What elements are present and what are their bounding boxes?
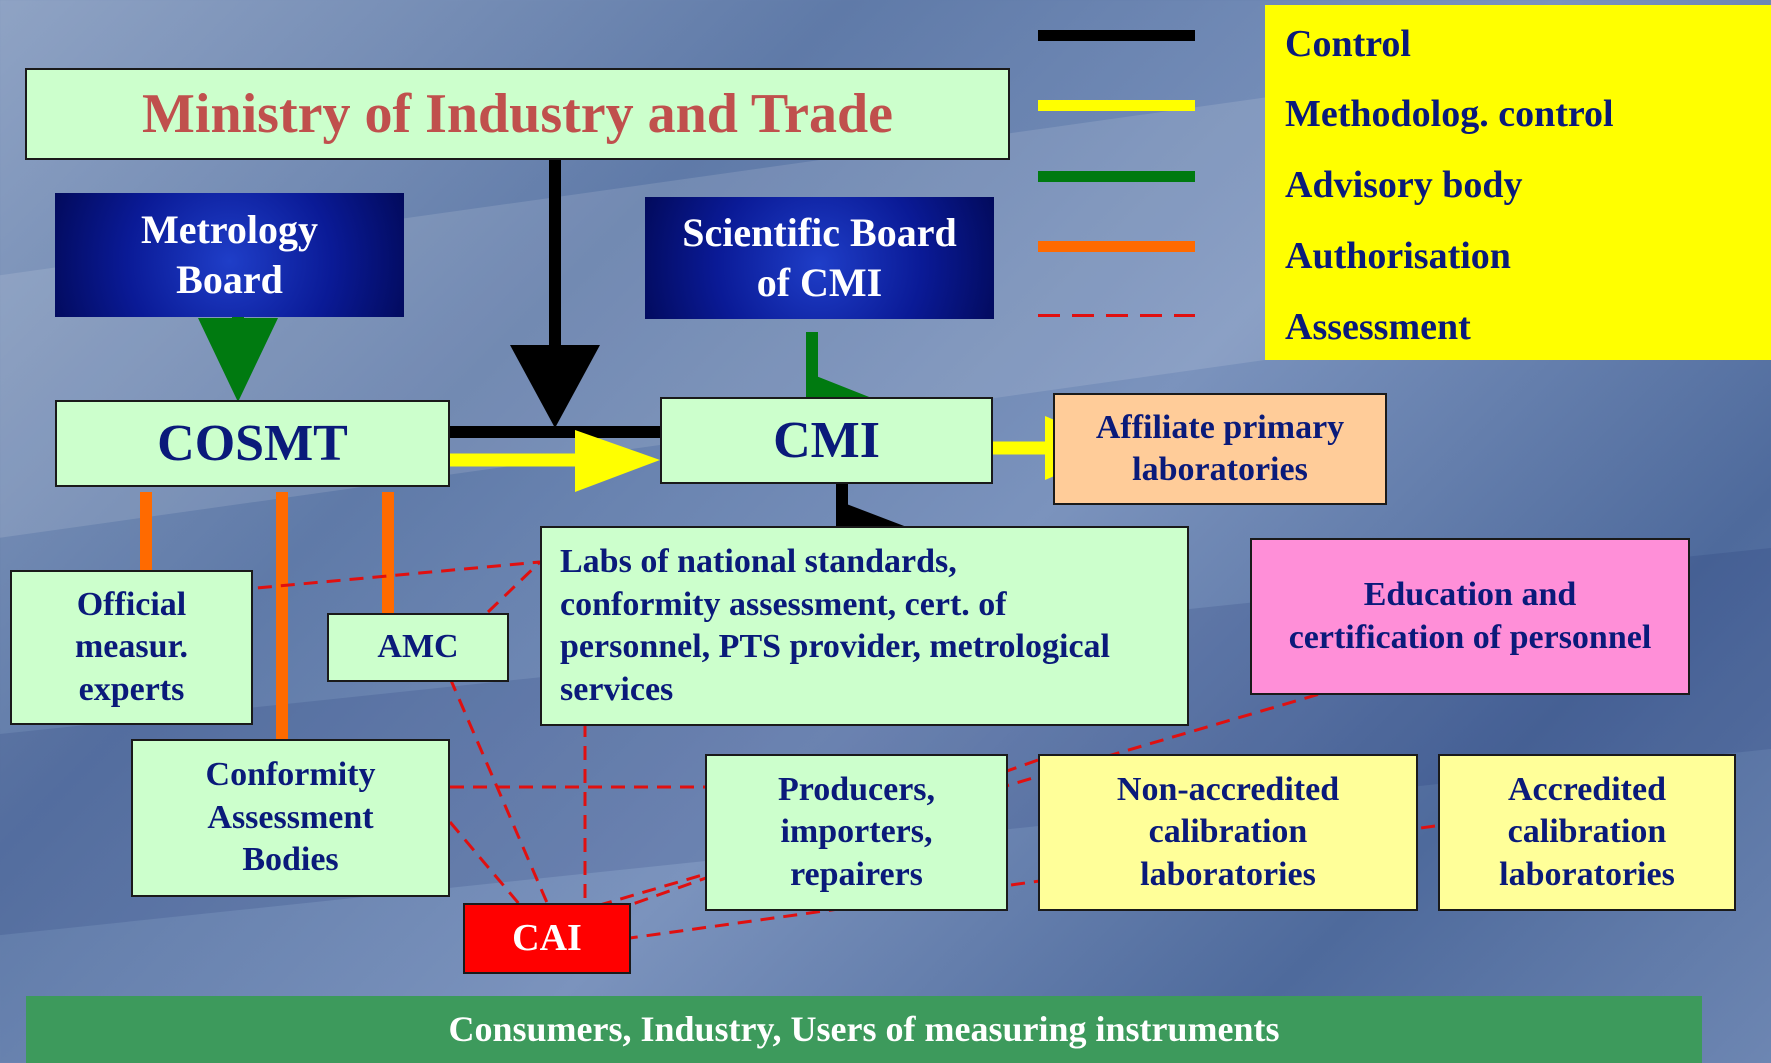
legend-line-control bbox=[1038, 30, 1195, 41]
conformity-assessment-bodies-label: Conformity Assessment Bodies bbox=[205, 756, 376, 879]
legend-panel: Control Methodolog. control Advisory bod… bbox=[1265, 5, 1771, 360]
cmi-label: CMI bbox=[773, 412, 880, 469]
cosmt-box: COSMT bbox=[55, 400, 450, 487]
legend-label-assessment: Assessment bbox=[1285, 306, 1471, 348]
metrology-board-box: Metrology Board bbox=[55, 193, 404, 317]
producers-box: Producers, importers, repairers bbox=[705, 754, 1008, 911]
producers-label: Producers, importers, repairers bbox=[777, 770, 936, 893]
legend-label-control: Control bbox=[1285, 23, 1411, 65]
nonaccredited-labs-label: Non-accredited calibration laboratories bbox=[1116, 770, 1340, 893]
education-certification-box: Education and certification of personnel bbox=[1250, 538, 1690, 695]
accredited-labs-box: Accredited calibration laboratories bbox=[1438, 754, 1736, 911]
legend-label-advisory-body: Advisory body bbox=[1285, 164, 1523, 206]
legend-line-assessment bbox=[1038, 314, 1195, 317]
official-experts-label: Official measur. experts bbox=[74, 585, 189, 708]
legend-line-methodological-control bbox=[1038, 100, 1195, 111]
scientific-board-box: Scientific Board of CMI bbox=[645, 197, 994, 319]
conformity-assessment-bodies-box: Conformity Assessment Bodies bbox=[131, 739, 450, 897]
legend-line-advisory-body bbox=[1038, 171, 1195, 182]
advisory-arrow-head-cosmt bbox=[198, 318, 278, 402]
consumers-label: Consumers, Industry, Users of measuring … bbox=[448, 1009, 1280, 1049]
legend-label-methodological-control: Methodolog. control bbox=[1285, 93, 1614, 135]
control-arrow-head bbox=[510, 345, 600, 428]
ministry-box: Ministry of Industry and Trade bbox=[25, 68, 1010, 160]
cmi-box: CMI bbox=[660, 397, 993, 484]
nonaccredited-labs-box: Non-accredited calibration laboratories bbox=[1038, 754, 1418, 911]
legend-line-authorisation bbox=[1038, 241, 1195, 252]
official-experts-box: Official measur. experts bbox=[10, 570, 253, 725]
amc-label: AMC bbox=[377, 628, 459, 666]
national-labs-label: Labs of national standards, conformity a… bbox=[560, 543, 1110, 708]
affiliate-laboratories-box: Affiliate primary laboratories bbox=[1053, 393, 1387, 505]
education-certification-label: Education and certification of personnel bbox=[1288, 576, 1652, 656]
assessment-line-education-cai bbox=[599, 686, 1341, 907]
ministry-label: Ministry of Industry and Trade bbox=[142, 83, 893, 145]
method-arrow-head-cmi bbox=[575, 430, 660, 492]
cosmt-label: COSMT bbox=[157, 415, 348, 472]
legend-label-authorisation: Authorisation bbox=[1285, 235, 1511, 277]
assessment-line-amc-cai bbox=[448, 677, 550, 906]
assessment-line-cab-cai bbox=[448, 821, 522, 906]
consumers-bar: Consumers, Industry, Users of measuring … bbox=[26, 996, 1702, 1063]
assessment-line-amc-labs bbox=[486, 560, 542, 614]
cai-box: CAI bbox=[463, 903, 631, 974]
national-labs-box: Labs of national standards, conformity a… bbox=[540, 526, 1189, 726]
metrology-board-label: Metrology Board bbox=[141, 207, 318, 302]
scientific-board-label: Scientific Board of CMI bbox=[682, 210, 957, 305]
assessment-line-official-labs bbox=[234, 560, 541, 592]
amc-box: AMC bbox=[327, 613, 509, 682]
cai-label: CAI bbox=[512, 916, 582, 959]
assessment-line-accredited-cai bbox=[629, 824, 1436, 940]
accredited-labs-label: Accredited calibration laboratories bbox=[1499, 770, 1675, 893]
affiliate-laboratories-label: Affiliate primary laboratories bbox=[1095, 408, 1345, 489]
